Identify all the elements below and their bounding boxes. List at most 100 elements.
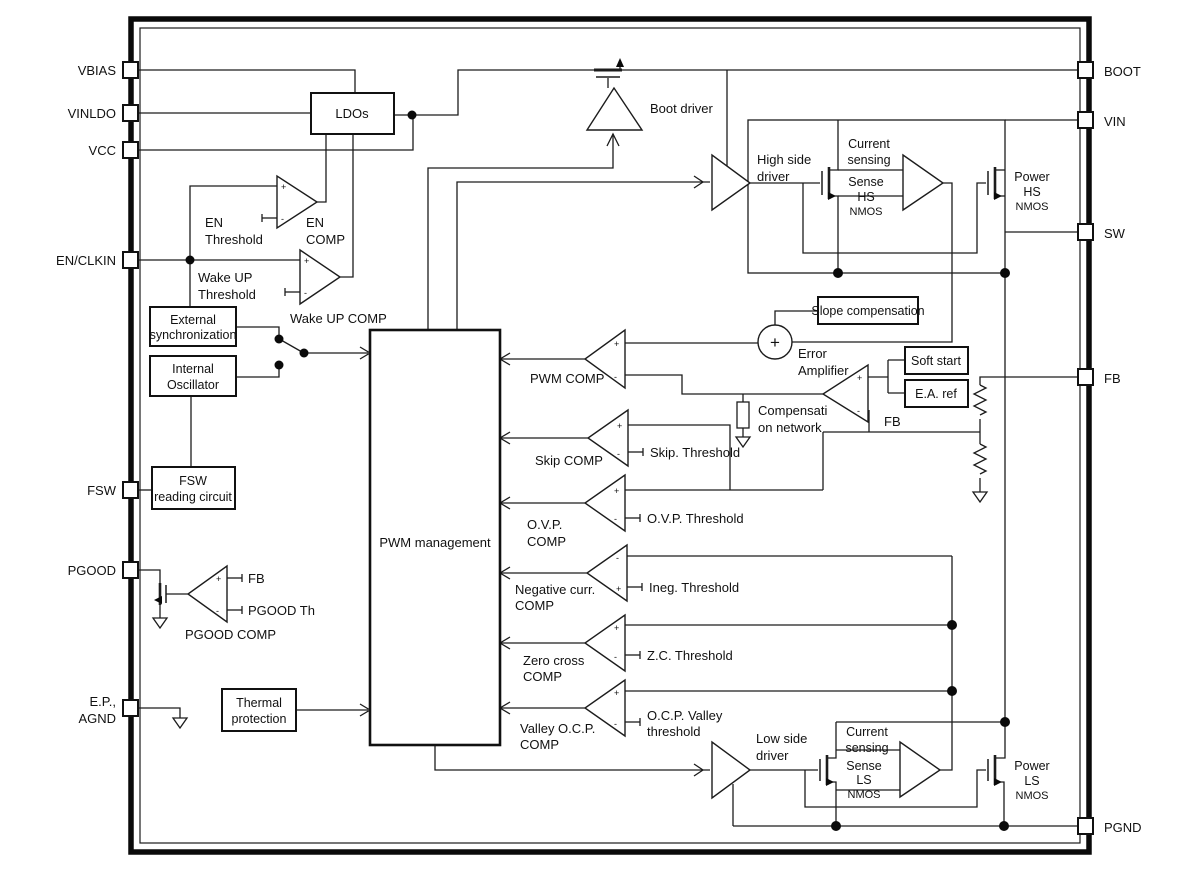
ea-ref-label: E.A. ref [915, 387, 957, 401]
ldos-block [310, 92, 395, 135]
negative-current-comparator: - + [585, 543, 628, 603]
sense-ls-label-3: NMOS [848, 789, 881, 801]
error-amp-plus: + [857, 373, 862, 383]
ovp-comp-minus: - [614, 514, 617, 524]
power-ls-label-2: LS [1024, 774, 1039, 788]
sense-ls-label-1: Sense [846, 759, 881, 773]
en-comp-label-1: EN [306, 215, 324, 230]
pin-sw: SW [1077, 223, 1126, 241]
fsw-reading-label-1: FSW [179, 474, 207, 488]
skip-threshold-label: Skip. Threshold [650, 445, 740, 460]
wires [139, 69, 1080, 827]
pin-pgood: PGOOD [68, 561, 139, 579]
external-sync-label-2: synchronization [150, 328, 237, 342]
pin-vbias: VBIAS [78, 61, 139, 79]
valley-comp-label-1: Valley O.C.P. [520, 721, 595, 736]
current-sensing-hs-label-1: Current [848, 137, 890, 151]
pgood-transistor-icon [154, 583, 167, 605]
ovp-comp-label-1: O.V.P. [527, 517, 562, 532]
high-side-driver-label-1: High side [757, 152, 811, 167]
pin-pgood-label: PGOOD [68, 563, 116, 578]
agnd-ground-icon [171, 717, 189, 730]
pin-vinldo: VINLDO [68, 104, 139, 122]
sense-hs-label-3: NMOS [850, 206, 883, 218]
sense-hs-nmos-icon [821, 120, 839, 273]
comp-network-label-2: on network [758, 420, 822, 435]
slope-comp-label: Slope compensation [811, 304, 924, 318]
pwm-comparator: + - [583, 328, 626, 390]
pin-vin: VIN [1077, 111, 1126, 129]
pin-fsw-label: FSW [87, 483, 117, 498]
power-hs-label-3: NMOS [1016, 201, 1049, 213]
hs-current-sense-amp [902, 153, 945, 212]
slope-comp-block [817, 296, 919, 325]
pgood-th-label: PGOOD Th [248, 603, 315, 618]
wake-up-comp-label: Wake UP COMP [290, 311, 387, 326]
wake-up-comp-plus: + [304, 256, 309, 266]
ovp-threshold-label: O.V.P. Threshold [647, 511, 744, 526]
ea-ref-block [904, 379, 969, 408]
soft-start-label: Soft start [911, 354, 962, 368]
boot-driver-label: Boot driver [650, 101, 714, 116]
ovp-comp-label-2: COMP [527, 534, 566, 549]
power-hs-label-1: Power [1014, 170, 1049, 184]
pin-sw-label: SW [1104, 226, 1126, 241]
low-side-driver-label-2: driver [756, 748, 789, 763]
pgood-comp-minus: - [216, 606, 219, 616]
pin-pgnd: PGND [1077, 817, 1142, 835]
pin-fsw: FSW [87, 481, 139, 499]
skip-comp-label: Skip COMP [535, 453, 603, 468]
valley-comp-label-2: COMP [520, 737, 559, 752]
en-comp-plus: + [281, 182, 286, 192]
pin-vinldo-label: VINLDO [68, 106, 116, 121]
sense-ls-label-2: LS [856, 773, 871, 787]
power-ls-label-3: NMOS [1016, 790, 1049, 802]
neg-comp-label-1: Negative curr. [515, 582, 595, 597]
pgood-comparator: + - [186, 564, 228, 624]
ineg-threshold-label: Ineg. Threshold [649, 580, 739, 595]
neg-comp-label-2: COMP [515, 598, 554, 613]
zc-comp-label-2: COMP [523, 669, 562, 684]
fsw-reading-label-2: reading circuit [154, 490, 232, 504]
pin-vcc: VCC [89, 141, 139, 159]
pin-boot: BOOT [1077, 61, 1141, 79]
comp-network-label-1: Compensati [758, 403, 827, 418]
ovp-comparator: + - [583, 473, 626, 533]
pgood-fb-label: FB [248, 571, 265, 586]
power-ls-label-1: Power [1014, 759, 1049, 773]
current-sensing-ls-label-1: Current [846, 725, 888, 739]
internal-osc-label-2: Oscillator [167, 378, 219, 392]
neg-comp-plus: + [616, 584, 621, 594]
pin-vcc-label: VCC [89, 143, 116, 158]
chip-border [128, 16, 1092, 855]
boot-transistor-icon [594, 58, 624, 78]
compensation-resistor-icon [734, 401, 752, 449]
pwm-management-label: PWM management [379, 535, 491, 550]
current-sensing-ls-label-2: sensing [845, 741, 888, 755]
fb-divider-icon [971, 384, 989, 504]
wake-up-threshold-label-2: Threshold [198, 287, 256, 302]
error-amplifier: + - [821, 363, 869, 424]
thermal-protection-block [221, 688, 297, 732]
error-amp-label-1: Error [798, 346, 828, 361]
pin-boot-label: BOOT [1104, 64, 1141, 79]
en-comp-label-2: COMP [306, 232, 345, 247]
error-amp-label-2: Amplifier [798, 363, 849, 378]
power-ls-nmos-icon [987, 722, 1006, 826]
low-side-driver [711, 740, 752, 800]
internal-osc-block [149, 355, 237, 397]
wake-up-comparator: + - [299, 248, 342, 306]
pwm-comp-label: PWM COMP [530, 371, 604, 386]
summing-plus: + [770, 333, 780, 352]
pin-en-clkin: EN/CLKIN [56, 251, 139, 269]
pgood-comp-plus: + [216, 574, 221, 584]
external-sync-block [149, 306, 237, 347]
zc-threshold-label: Z.C. Threshold [647, 648, 733, 663]
pin-ep-agnd: E.P., AGND [78, 694, 139, 726]
power-hs-label-2: HS [1023, 185, 1040, 199]
high-side-driver-label-2: driver [757, 169, 790, 184]
valley-comp-plus: + [614, 688, 619, 698]
boot-driver: Boot driver [585, 86, 714, 131]
